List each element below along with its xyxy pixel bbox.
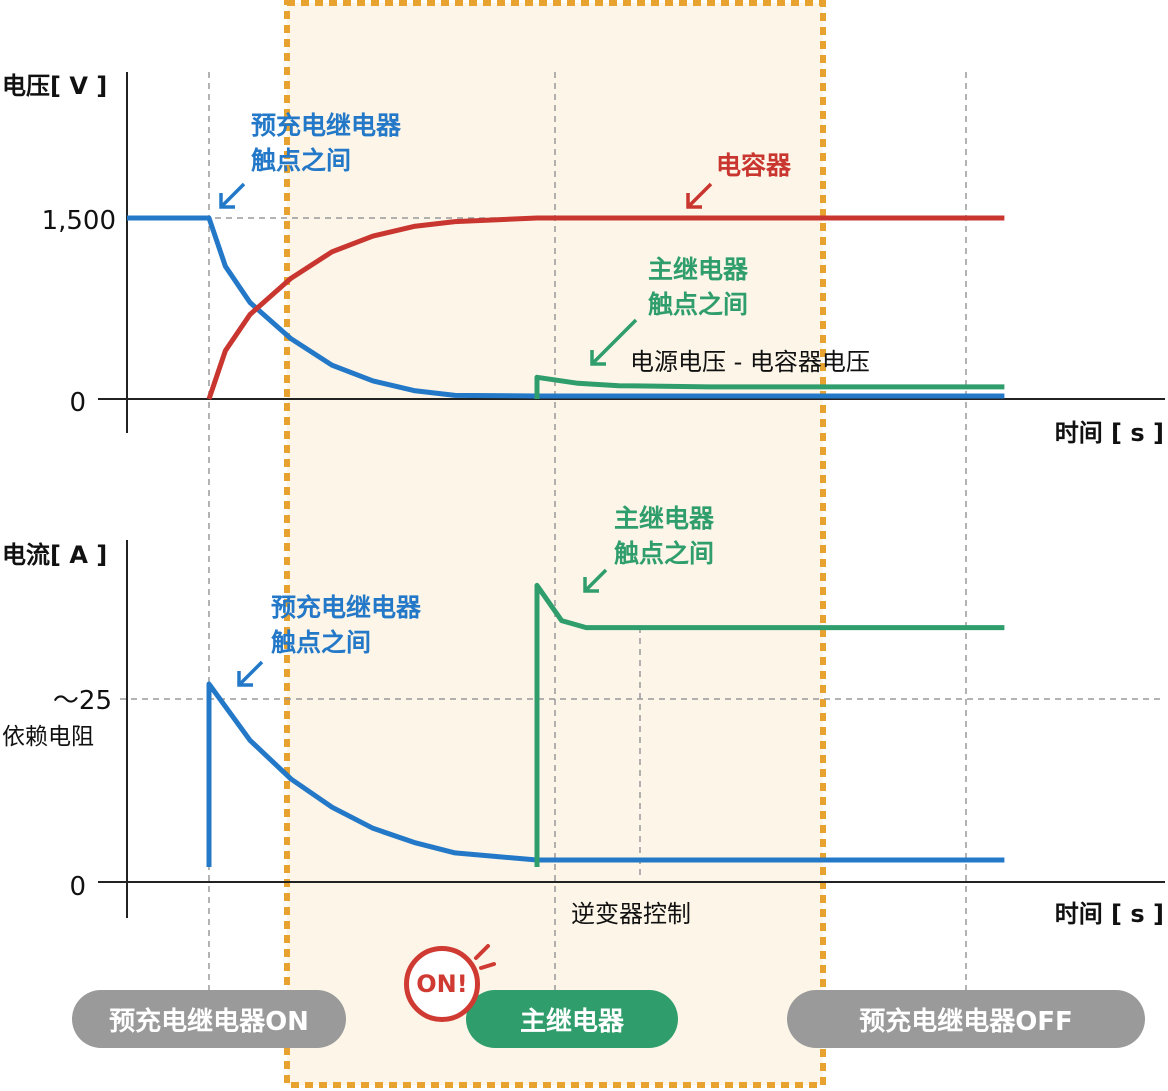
top-axes — [98, 72, 1165, 433]
bottom-tick-0: 0 — [69, 872, 86, 902]
bottom-series-blue-line — [206, 681, 1005, 867]
precharge-on-pill: 预充电继电器ON — [72, 990, 346, 1048]
top-series-blue-line — [127, 215, 1005, 399]
top-tick-1500: 1,500 — [42, 206, 116, 236]
top-tick-0: 0 — [69, 388, 86, 418]
bottom-y-label: 电流[ A ] — [2, 541, 107, 569]
main-relay-pill: 主继电器 — [466, 990, 678, 1048]
bottom-arrow-precharge — [237, 660, 264, 687]
top-arrow-main — [590, 318, 638, 366]
top-arrow-precharge — [219, 182, 246, 209]
bottom-tick-note: 依赖电阻 — [2, 724, 94, 750]
top-ann-voltage-diff: 电源电压 - 电容器电压 — [630, 348, 870, 376]
top-arrow-capacitor — [686, 182, 713, 209]
top-series-green-line — [534, 374, 1005, 399]
on-badge: ON! — [404, 946, 480, 1022]
bottom-ann-main-line2: 触点之间 — [614, 539, 714, 568]
top-ann-main-line2: 触点之间 — [648, 290, 748, 319]
bottom-series-group — [206, 582, 1005, 867]
bottom-ann-precharge-line1: 预充电继电器 — [271, 593, 422, 622]
bottom-axes — [98, 540, 1165, 918]
top-ann-precharge-line1: 预充电继电器 — [251, 111, 402, 140]
bottom-ann-precharge-line2: 触点之间 — [271, 628, 371, 657]
bottom-x-label: 时间 [ s ] — [1055, 900, 1164, 928]
on-badge-sparks — [474, 944, 496, 970]
bottom-ann-inverter: 逆变器控制 — [571, 900, 691, 928]
top-series-group — [127, 215, 1005, 400]
top-x-label: 时间 [ s ] — [1055, 419, 1164, 447]
bottom-tick-25: ～25 — [53, 686, 112, 716]
top-y-label: 电压[ V ] — [2, 72, 107, 100]
precharge-off-pill: 预充电继电器OFF — [787, 990, 1145, 1048]
bottom-arrow-main — [583, 568, 608, 593]
bottom-series-green-line — [534, 582, 1005, 867]
top-series-red-line — [206, 215, 1005, 400]
top-ann-precharge-line2: 触点之间 — [251, 146, 351, 175]
top-ann-main-line1: 主继电器 — [648, 255, 749, 284]
bottom-ann-main-line1: 主继电器 — [614, 504, 715, 533]
top-ann-capacitor: 电容器 — [716, 151, 792, 180]
